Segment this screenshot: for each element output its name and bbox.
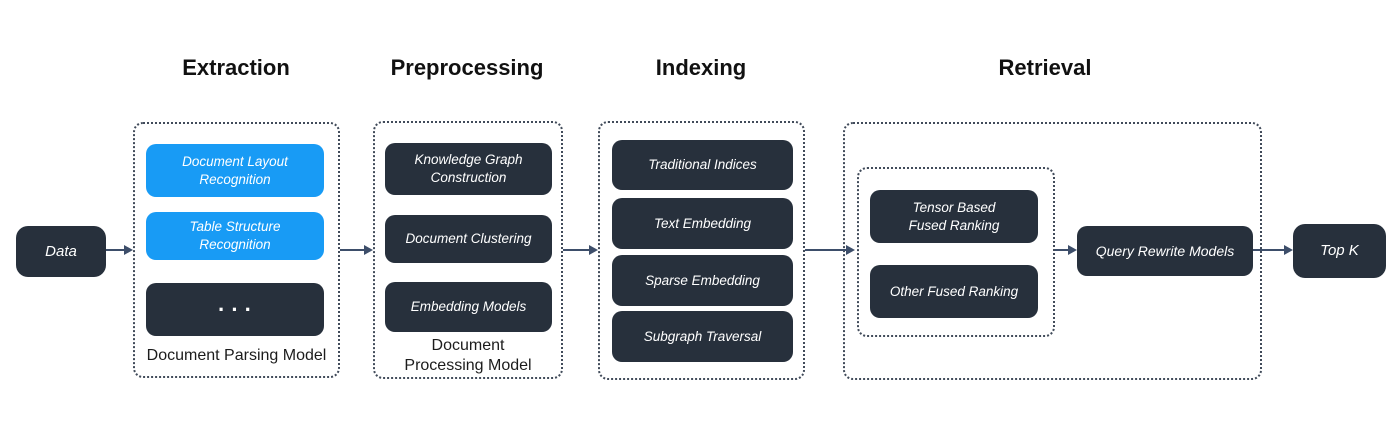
- arrowhead-icon: [1068, 245, 1077, 255]
- arrow-extraction-to-preprocessing: [340, 245, 373, 255]
- section-title-extraction: Extraction: [182, 55, 290, 80]
- node-document-layout-recognition: Document Layout Recognition: [146, 144, 324, 197]
- preprocessing-group-box: [373, 121, 563, 379]
- node-ellipsis: ···: [146, 283, 324, 336]
- caption-document-processing-model: Document Processing Model: [404, 337, 532, 374]
- section-title-preprocessing: Preprocessing: [390, 55, 544, 80]
- node-subgraph-traversal: Subgraph Traversal: [612, 311, 793, 362]
- node-query-rewrite-models: Query Rewrite Models: [1077, 226, 1253, 276]
- arrow-indexing-to-retrieval: [805, 245, 855, 255]
- arrowhead-icon: [846, 245, 855, 255]
- extraction-group-box: [133, 122, 340, 378]
- indexing-group-box: [598, 121, 805, 380]
- node-top-k: Top K: [1293, 224, 1386, 278]
- arrow-preprocessing-to-indexing: [563, 245, 598, 255]
- arrowhead-icon: [124, 245, 133, 255]
- arrow-query-rewrite-to-top-k: [1253, 245, 1293, 255]
- node-knowledge-graph-construction: Knowledge Graph Construction: [385, 143, 552, 195]
- arrowhead-icon: [1284, 245, 1293, 255]
- arrow-data-to-extraction: [106, 245, 133, 255]
- arrow-fused-ranking-to-query-rewrite: [1055, 245, 1077, 255]
- node-other-fused-ranking: Other Fused Ranking: [870, 265, 1038, 318]
- section-title-retrieval: Retrieval: [998, 55, 1092, 80]
- node-embedding-models: Embedding Models: [385, 282, 552, 332]
- node-table-structure-recognition: Table Structure Recognition: [146, 212, 324, 260]
- node-document-clustering: Document Clustering: [385, 215, 552, 263]
- node-sparse-embedding: Sparse Embedding: [612, 255, 793, 306]
- node-tensor-based-fused-ranking: Tensor Based Fused Ranking: [870, 190, 1038, 243]
- fused-ranking-group-box: [857, 167, 1055, 337]
- node-text-embedding: Text Embedding: [612, 198, 793, 249]
- arrowhead-icon: [364, 245, 373, 255]
- arrowhead-icon: [589, 245, 598, 255]
- node-data: Data: [16, 226, 106, 277]
- retrieval-group-box: [843, 122, 1262, 380]
- caption-document-parsing-model: Document Parsing Model: [146, 347, 327, 364]
- node-traditional-indices: Traditional Indices: [612, 140, 793, 190]
- section-title-indexing: Indexing: [655, 55, 747, 80]
